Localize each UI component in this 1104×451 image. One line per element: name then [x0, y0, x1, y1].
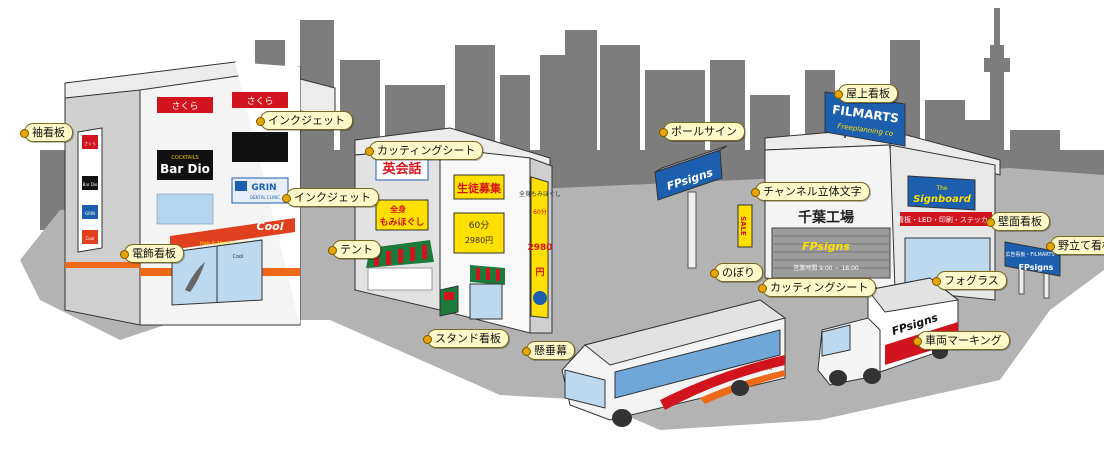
sign-grin: GRIN	[251, 183, 276, 193]
label-hekimen-kanban: 壁面看板	[986, 212, 1050, 231]
sign-grin-sub: DENTAL CLINIC	[250, 195, 280, 200]
kensui-top: 全身もみほぐし	[519, 190, 561, 198]
label-pole-sign: ポールサイン	[659, 122, 745, 141]
sign-sakura-2: さくら	[246, 96, 273, 107]
billboard-top: 広告看板・FILMARTS	[1005, 251, 1054, 258]
sign-momi: もみほぐし	[379, 217, 424, 228]
sign-bar-dio: Bar Dio	[160, 162, 210, 176]
label-inkjet-2: インクジェット	[282, 188, 379, 207]
door-cool: Cool	[233, 254, 244, 260]
building-right: FILMARTS Freeplanning co 千葉工場 FPsigns 営業…	[737, 91, 1001, 301]
sode-bar: Bar Dio	[83, 182, 98, 187]
building-middle: 英会話 生徒募集 全身 もみほぐし 60分 2980円 全身もみほぐし 60分 …	[354, 127, 561, 334]
sign-eikaiwa: 英会話	[381, 161, 421, 177]
label-nobori: のぼり	[710, 263, 763, 282]
label-tent: テント	[328, 240, 381, 259]
sode-grin: GRIN	[85, 211, 95, 216]
kensui-fun: 60分	[533, 208, 547, 216]
sign-60fun: 60分	[469, 220, 489, 231]
label-sharyo-marking: 車両マーキング	[913, 331, 1010, 350]
label-fog-glass: フォグラス	[932, 271, 1007, 290]
sign-zenshin: 全身	[389, 204, 406, 214]
sign-seito: 生徒募集	[457, 181, 502, 195]
kensui-yen: 円	[535, 267, 544, 278]
sode-sakura: さくら	[84, 140, 96, 146]
label-cutting-sheet-2: カッティングシート	[757, 278, 877, 297]
label-nodate-kanban: 野立て看板	[1046, 236, 1104, 255]
shutter-fpsigns: FPsigns	[802, 240, 850, 253]
label-channel-letters: チャンネル立体文字	[751, 182, 870, 201]
label-sode-kanban: 袖看板	[20, 123, 73, 142]
wall-strip: 看板・LED・印刷・ステッカー	[897, 215, 995, 224]
sode-cool: Cool	[86, 236, 95, 241]
roadside-billboard: 広告看板・FILMARTS FPsigns	[1004, 241, 1061, 299]
label-denshoku-kanban: 電飾看板	[120, 244, 184, 263]
nobori-sale: SALE	[739, 216, 747, 236]
label-inkjet-1: インクジェット	[256, 111, 353, 130]
sign-bar-cocktails: COCKTAILS	[171, 155, 198, 161]
bus-text: FILMARTS	[748, 366, 772, 372]
label-stand-kanban: スタンド看板	[423, 329, 509, 348]
kensui-price: 2980	[527, 243, 552, 253]
sign-cool: Cool	[257, 220, 284, 233]
label-kensuimaku: 懸垂幕	[522, 341, 575, 360]
bus: FILMARTS	[561, 299, 787, 427]
signboard-top: The	[935, 185, 947, 192]
pole-sign: FPsigns	[654, 145, 728, 269]
sign-chiba: 千葉工場	[798, 209, 854, 226]
sign-sakura-1: さくら	[171, 101, 198, 112]
signboard-main: Signboard	[913, 194, 972, 205]
sign-price: 2980円	[465, 236, 493, 245]
shutter-hours: 営業時間 9:00 ~ 18:00	[793, 264, 859, 272]
billboard-main: FPsigns	[1019, 263, 1054, 272]
label-okujo-kanban: 屋上看板	[834, 84, 898, 103]
label-cutting-sheet-1: カッティングシート	[364, 141, 484, 160]
